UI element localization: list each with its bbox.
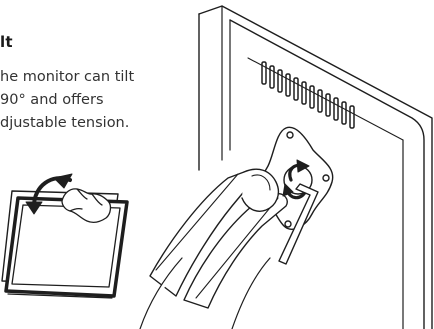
monitor-arm [140,169,287,329]
vent-slots [262,62,354,128]
